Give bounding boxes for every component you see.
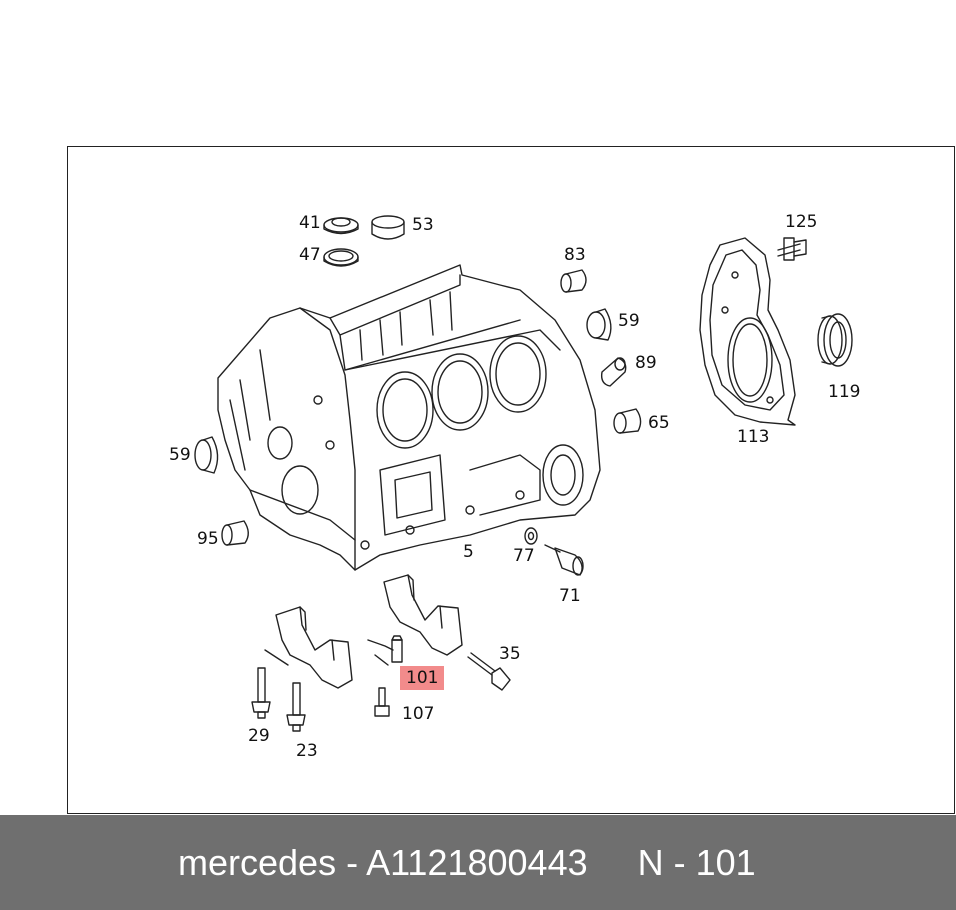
callout-23: 23 — [296, 741, 318, 761]
callout-107: 107 — [402, 704, 435, 724]
part-89 — [600, 357, 627, 387]
crankshaft-seal — [817, 313, 853, 367]
callout-71: 71 — [559, 586, 581, 606]
callout-47: 47 — [299, 245, 321, 265]
bolt-35 — [467, 652, 511, 691]
ring-47 — [323, 248, 359, 267]
seal-41 — [323, 217, 359, 235]
callout-119: 119 — [828, 382, 861, 402]
plug-95 — [221, 520, 249, 546]
oil-jet-101 — [367, 635, 403, 666]
bearing-cap-left — [264, 606, 353, 689]
plug-65 — [613, 408, 642, 434]
bolt-107 — [374, 687, 390, 717]
callout-41: 41 — [299, 213, 321, 233]
footer-bar: mercedes - A1121800443 N - 101 — [0, 815, 956, 910]
part-number-caption: mercedes - A1121800443 N - 101 — [178, 842, 756, 883]
callout-53: 53 — [412, 215, 434, 235]
callout-77: 77 — [513, 546, 535, 566]
callout-35: 35 — [499, 644, 521, 664]
engine-block — [217, 264, 601, 571]
plug-59-left — [194, 436, 219, 474]
callout-59-left: 59 — [169, 445, 191, 465]
callout-83: 83 — [564, 245, 586, 265]
bolt-29 — [251, 667, 271, 719]
bolt-23 — [286, 682, 306, 732]
bearing-cap-right — [383, 574, 463, 656]
timing-cover — [699, 237, 796, 426]
callout-125: 125 — [785, 212, 818, 232]
callout-89: 89 — [635, 353, 657, 373]
bolt-125 — [777, 237, 807, 261]
callout-59-right: 59 — [618, 311, 640, 331]
callout-65: 65 — [648, 413, 670, 433]
callout-5: 5 — [463, 542, 474, 562]
plug-83 — [560, 269, 587, 293]
diagram-frame — [67, 146, 955, 814]
callout-101-highlighted: 101 — [400, 666, 445, 690]
callout-29: 29 — [248, 726, 270, 746]
plug-59-right — [586, 308, 612, 341]
sleeve-53 — [371, 215, 405, 240]
sensor-71 — [544, 544, 584, 576]
callout-113: 113 — [737, 427, 770, 447]
washer-77 — [524, 527, 538, 545]
engine-block-exploded-diagram — [194, 215, 853, 732]
callout-95: 95 — [197, 529, 219, 549]
